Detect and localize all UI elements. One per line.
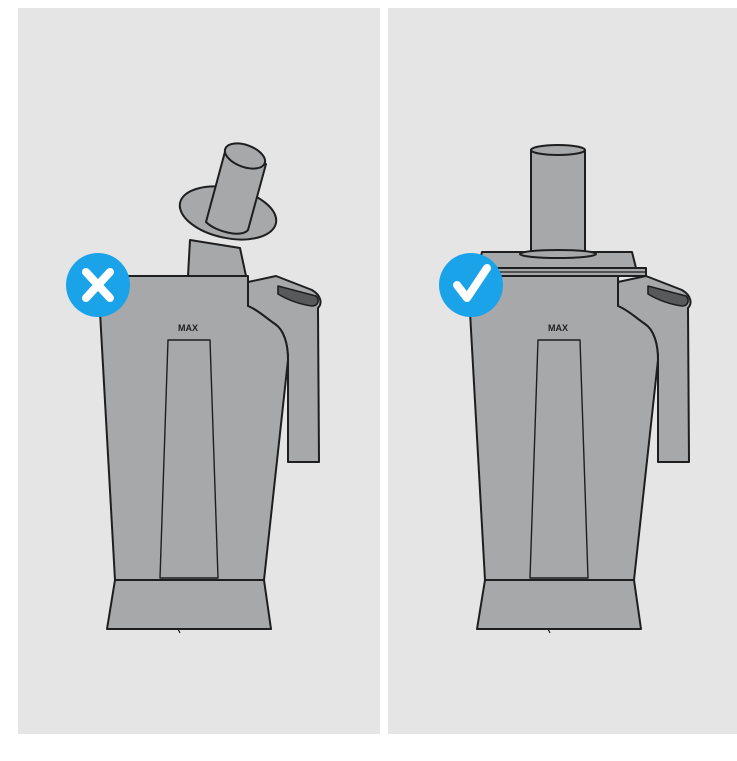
max-fill-label: MAX xyxy=(178,323,198,333)
jar-window xyxy=(159,339,219,579)
jar-base xyxy=(476,579,642,630)
correct-blender-jar xyxy=(469,144,692,634)
incorrect-blender-jar xyxy=(99,142,322,634)
base-center-mark xyxy=(547,628,551,634)
tamper-stem xyxy=(530,149,586,255)
handle-inner-shadow xyxy=(647,285,689,307)
jar-body xyxy=(99,275,289,581)
tamper-cap xyxy=(223,142,267,170)
handle-inner-shadow xyxy=(277,285,319,307)
jar-base xyxy=(106,579,272,630)
max-fill-label: MAX xyxy=(548,323,568,333)
cross-icon xyxy=(66,253,130,317)
jar-window xyxy=(529,339,589,579)
check-icon xyxy=(439,253,503,317)
base-center-mark xyxy=(177,628,181,634)
tamper-stem-lower xyxy=(187,239,247,277)
jar-body xyxy=(469,275,659,581)
tamper-cap xyxy=(530,144,586,156)
tamper-collar xyxy=(519,249,597,259)
